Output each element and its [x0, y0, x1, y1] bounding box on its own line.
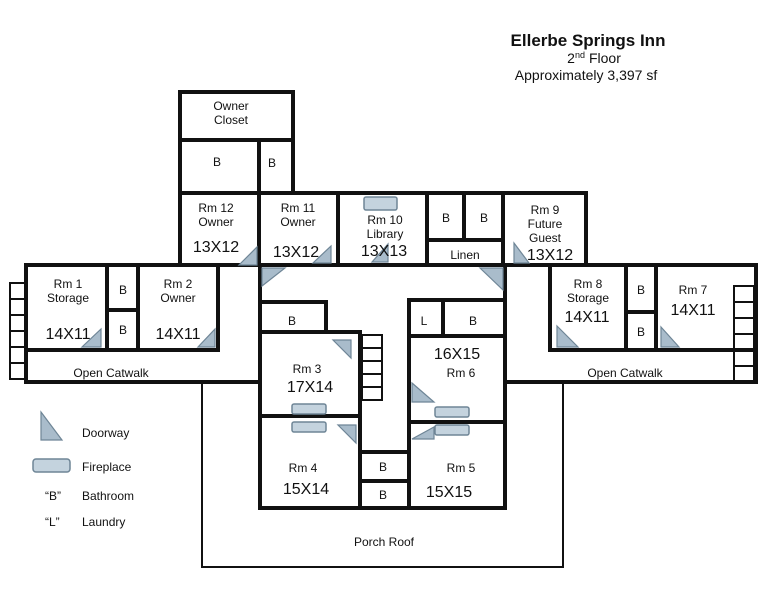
rm9-size: 13X12	[527, 247, 573, 264]
bath-label: B	[442, 211, 450, 225]
rm2-size: 14X11	[155, 326, 200, 343]
stairs-right	[733, 285, 755, 383]
bath-label: B	[480, 211, 488, 225]
legend-laundry-label: Laundry	[82, 515, 125, 529]
rm4-label: Rm 4	[289, 461, 318, 475]
doorway-icon	[80, 327, 102, 348]
doorway-icon	[331, 339, 352, 360]
fireplaces	[32, 196, 470, 473]
doorway-icon	[311, 244, 332, 264]
rm11-size: 13X12	[273, 244, 319, 261]
doorway-icon	[411, 425, 435, 440]
doorway-icon	[370, 242, 389, 263]
legend-bath-key: “B”	[45, 489, 61, 503]
legend-bath-label: Bathroom	[82, 489, 134, 503]
fireplace-icon	[363, 196, 398, 211]
rm1-size: 14X11	[45, 326, 90, 343]
rm5-label: Rm 5	[447, 461, 476, 475]
area-label: Approximately 3,397 sf	[515, 67, 658, 83]
rm10-size: 13X13	[361, 243, 407, 260]
stairs-center	[361, 334, 383, 401]
laundry-label: L	[421, 314, 428, 328]
rm6-label: Rm 6	[447, 366, 476, 380]
doorway-icon	[411, 381, 436, 403]
doorway-icon	[660, 325, 681, 348]
catwalk-right-label: Open Catwalk	[587, 366, 663, 380]
fireplace-icon	[434, 406, 470, 418]
rm3-label: Rm 3	[293, 362, 322, 376]
bath-label: B	[637, 283, 645, 297]
bath-label: B	[469, 314, 477, 328]
plan-title: Ellerbe Springs Inn	[511, 31, 666, 50]
rm7-label: Rm 7	[679, 283, 708, 297]
rm4-size: 15X14	[283, 481, 329, 498]
bath-label: B	[379, 460, 387, 474]
linen-label: Linen	[450, 248, 479, 262]
rm3-size: 17X14	[287, 379, 333, 396]
rm5-size: 15X15	[426, 484, 472, 501]
doorway-icon	[513, 241, 531, 264]
walls	[24, 90, 758, 510]
rm6-size: 16X15	[434, 346, 480, 363]
legend: Doorway Fireplace “B” Bathroom “L” Laund…	[45, 426, 134, 529]
legend-fireplace-icon	[32, 458, 71, 473]
porch-roof-outline	[201, 382, 564, 568]
doorway-icon	[196, 327, 216, 348]
bath-label: B	[379, 488, 387, 502]
catwalk-left-label: Open Catwalk	[73, 366, 149, 380]
bath-label: B	[268, 156, 276, 170]
legend-doorway-icon	[40, 410, 64, 441]
fireplace-icon	[291, 403, 327, 415]
porch-roof-label: Porch Roof	[354, 535, 415, 549]
bath-label: B	[637, 325, 645, 339]
legend-doorway-label: Doorway	[82, 426, 129, 440]
rm7-size: 14X11	[670, 302, 715, 319]
doorways	[40, 241, 681, 445]
rm12-size: 13X12	[193, 239, 239, 256]
rm8-size: 14X11	[564, 309, 609, 326]
doorway-icon	[336, 424, 357, 445]
bath-label: B	[213, 155, 221, 169]
legend-fireplace-label: Fireplace	[82, 460, 132, 474]
fireplace-icon	[434, 424, 470, 436]
bath-label: B	[119, 283, 127, 297]
doorway-icon	[261, 267, 287, 288]
doorway-icon	[237, 245, 258, 266]
doorway-icon	[556, 324, 580, 348]
bath-label: B	[119, 323, 127, 337]
stairs-left	[9, 282, 27, 380]
bath-label: B	[288, 314, 296, 328]
doorway-icon	[478, 267, 504, 292]
utility-labels: B B B B Linen B B B B B L B B B Open Cat…	[73, 155, 663, 549]
legend-laundry-key: “L”	[45, 515, 60, 529]
fireplace-icon	[291, 421, 327, 433]
